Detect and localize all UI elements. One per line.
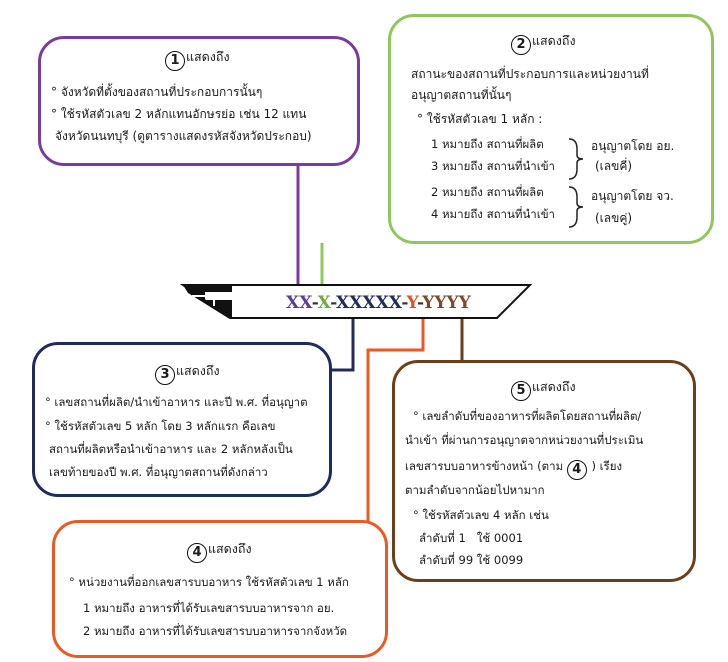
box-2-item-3: 2 หมายถึง สถานที่ผลิต xyxy=(431,185,544,199)
box-4-title-text: แสดงถึง xyxy=(208,541,252,556)
box-4-line-2: 1 หมายถึง อาหารที่ได้รับเลขสารบบอาหารจาก… xyxy=(83,601,335,615)
code-part2: X xyxy=(317,293,331,313)
code-part1: XX xyxy=(286,293,312,313)
box-5-number: 5 xyxy=(511,380,531,401)
box-5-line-4: ตามลำดับจากน้อยไปหามาก xyxy=(405,483,545,497)
code-sep: - xyxy=(401,293,407,313)
box-3-line-4: เลขท้ายของปี พ.ศ. ที่อนุญาตสถานที่ดังกล่… xyxy=(49,465,268,479)
code-sep: - xyxy=(417,293,423,313)
code-part3: XXXXX xyxy=(336,293,402,313)
box-2-item-1: 1 หมายถึง สถานที่ผลิต xyxy=(431,137,544,151)
box-5-line-2: นำเข้า ที่ผ่านการอนุญาตจากหน่วยงานที่ประ… xyxy=(405,433,644,447)
box-1-title-text: แสดงถึง xyxy=(186,49,230,64)
box-5-line-3: เลขสารบบอาหารข้างหน้า (ตาม 4 ) เรียง xyxy=(405,459,623,481)
box-5-title-text: แสดงถึง xyxy=(532,379,576,394)
code-part4: Y xyxy=(406,293,418,313)
box-4-number: 4 xyxy=(187,542,207,563)
box-3-line-3: สถานที่ผลิตหรือนำเข้าอาหาร และ 2 หลักหลั… xyxy=(49,442,293,456)
box-5-line-7: ลำดับที่ 99 ใช้ 0099 xyxy=(419,553,524,567)
box-1-number: 1 xyxy=(165,50,185,71)
box-2-group-2-note: (เลขคู่) xyxy=(595,211,633,225)
box-2-group-1-note: (เลขคี่) xyxy=(595,159,633,173)
box-4-line-3: 2 หมายถึง อาหารที่ได้รับเลขสารบบอาหารจาก… xyxy=(83,624,348,638)
box-1-line-2: ° ใช้รหัสตัวเลข 2 หลักแทนอักษรย่อ เช่น 1… xyxy=(51,107,307,121)
box-1-line-1: ° จังหวัดที่ตั้งของสถานที่ประกอบการนั้นๆ xyxy=(51,85,263,99)
box-5-line-3-a: เลขสารบบอาหารข้างหน้า (ตาม xyxy=(405,459,564,473)
box-3-line-2: ° ใช้รหัสตัวเลข 5 หลัก โดย 3 หลักแรก คือ… xyxy=(45,419,276,433)
box-2-item-2: 3 หมายถึง สถานที่นำเข้า xyxy=(431,159,556,173)
box-2-group-2-label: อนุญาตโดย จว. xyxy=(591,189,674,203)
code-sep: - xyxy=(311,293,318,313)
box-3-line-1: ° เลขสถานที่ผลิต/นำเข้าอาหาร และปี พ.ศ. … xyxy=(45,395,308,409)
box-2-title-text: แสดงถึง xyxy=(532,33,576,48)
box-2-number: 2 xyxy=(511,34,531,55)
code-part5: YYYY xyxy=(422,293,471,313)
box-3-number: 3 xyxy=(155,364,175,385)
box-5-ref-number: 4 xyxy=(566,460,587,481)
box-2-line-3: ° ใช้รหัสตัวเลข 1 หลัก : xyxy=(417,112,543,126)
box-5-line-6: ลำดับที่ 1 ใช้ 0001 xyxy=(419,531,524,545)
box-2-line-1: สถานะของสถานที่ประกอบการและหน่วยงานที่ xyxy=(411,67,649,81)
box-1-line-3: จังหวัดนนทบุรี (ดูตารางแสดงรหัสจังหวัดปร… xyxy=(55,129,312,143)
connector-box3 xyxy=(330,318,355,372)
code-plate xyxy=(179,284,533,319)
box-2-brace-1 xyxy=(568,138,584,180)
box-4-line-1: ° หน่วยงานที่ออกเลขสารบบอาหาร ใช้รหัสตัว… xyxy=(69,575,349,589)
box-3-title-text: แสดงถึง xyxy=(176,363,220,378)
box-2-brace-2 xyxy=(568,186,584,228)
box-2-item-4: 4 หมายถึง สถานที่นำเข้า xyxy=(431,207,556,221)
box-2-group-1-label: อนุญาตโดย อย. xyxy=(591,139,675,153)
code-sep: - xyxy=(330,293,337,313)
box-5-line-5: ° ใช้รหัสตัวเลข 4 หลัก เช่น xyxy=(413,508,549,522)
box-5-line-3-b: ) เรียง xyxy=(591,459,623,473)
code-label: XX-X-XXXXX-Y-YYYY xyxy=(286,293,471,313)
box-2-line-2: อนุญาตสถานที่นั้นๆ xyxy=(411,88,512,102)
box-5-line-1: ° เลขลำดับที่ของอาหารที่ผลิตโดยสถานที่ผล… xyxy=(413,409,642,423)
